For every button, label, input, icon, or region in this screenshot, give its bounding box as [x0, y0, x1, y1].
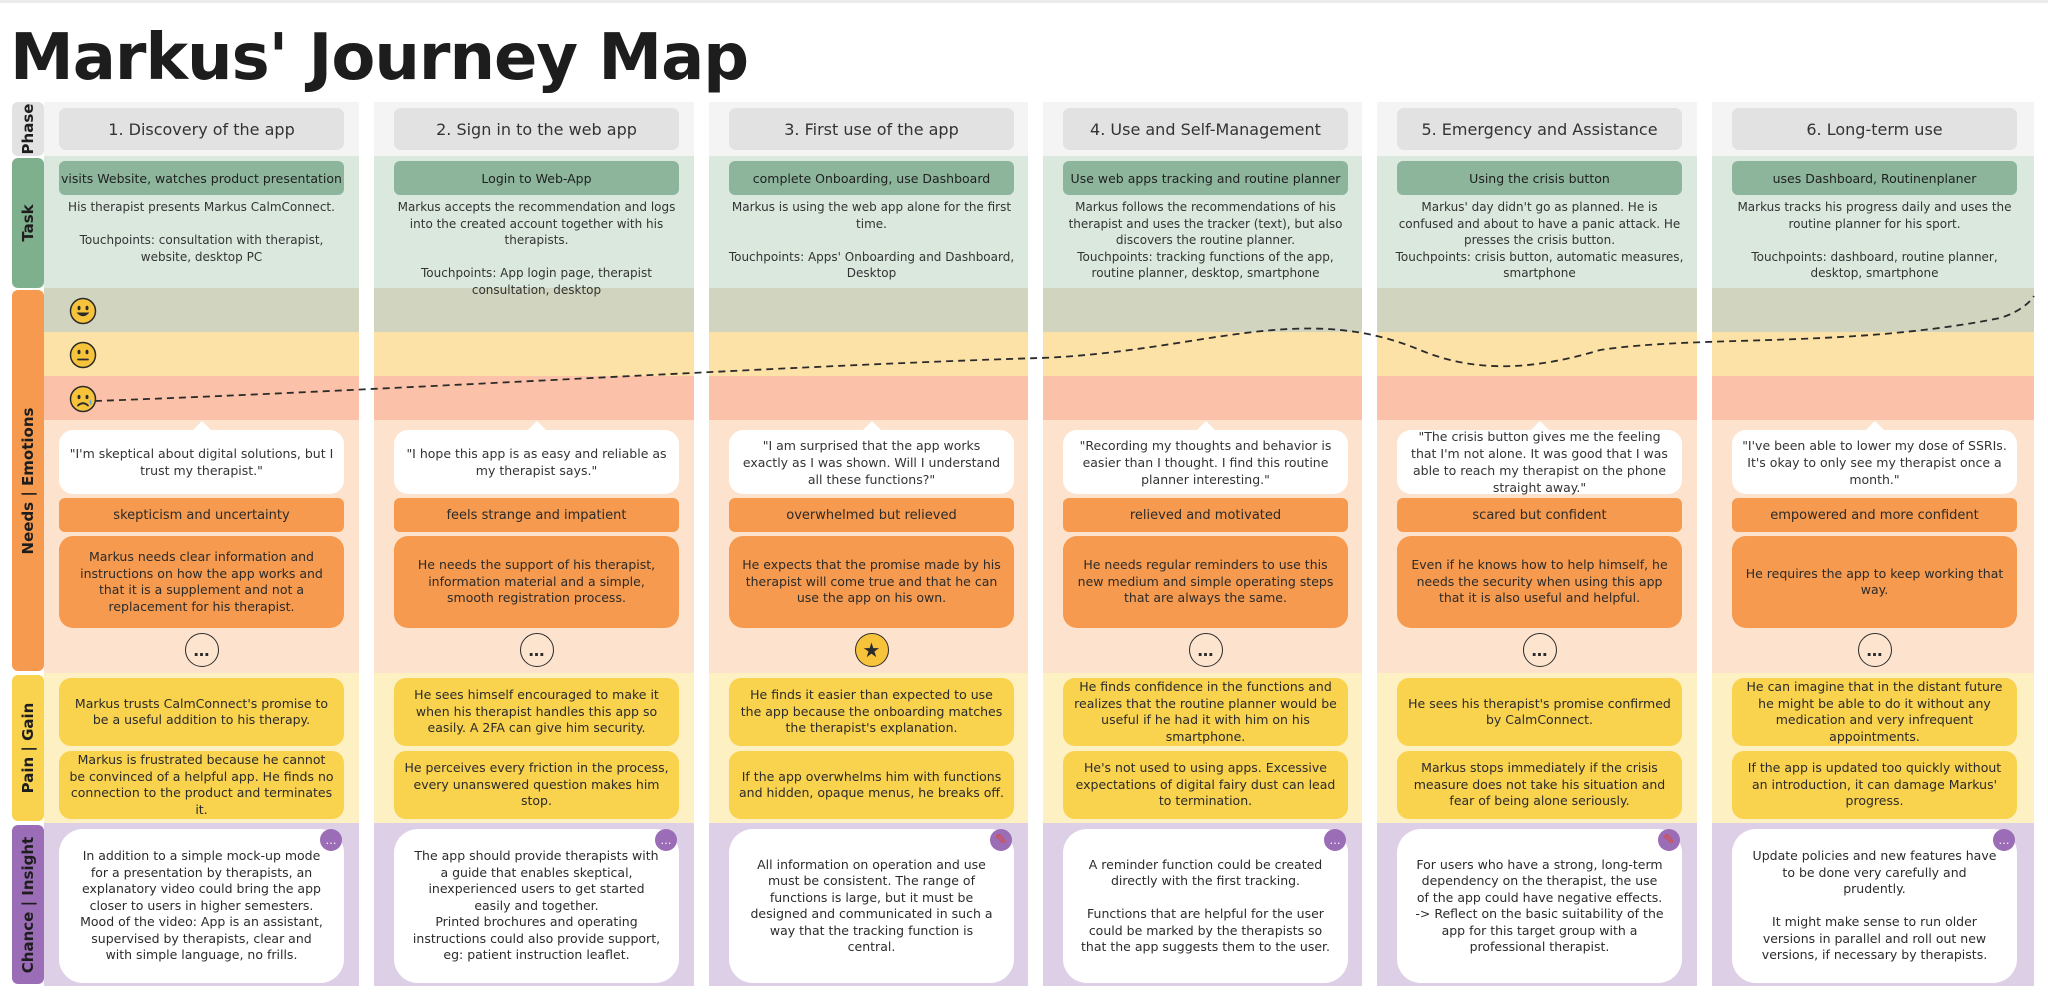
edit-badge-icon[interactable]: ✎	[1658, 829, 1680, 851]
quote-pointer	[861, 421, 882, 431]
column-gap	[1697, 102, 1712, 986]
pain-card: Markus stops immediately if the crisis m…	[1397, 751, 1682, 819]
phase-header: 6. Long-term use	[1732, 108, 2017, 150]
more-options-icon[interactable]: …	[655, 829, 677, 851]
more-icon[interactable]: …	[184, 633, 219, 667]
quote-pointer	[191, 421, 212, 431]
column-gap	[1362, 102, 1377, 986]
gain-card: He can imagine that in the distant futur…	[1732, 678, 2017, 746]
phase-header: 5. Emergency and Assistance	[1397, 108, 1682, 150]
pain-card: If the app is updated too quickly withou…	[1732, 751, 2017, 819]
insight-card: A reminder function could be created dir…	[1063, 829, 1348, 983]
emotion-label: relieved and motivated	[1063, 498, 1348, 532]
task-label: visits Website, watches product presenta…	[59, 161, 344, 195]
row-label-pain: Pain | Gain	[12, 675, 44, 821]
more-icon[interactable]: …	[519, 633, 554, 667]
user-quote: "I hope this app is as easy and reliable…	[394, 430, 679, 494]
pain-card: If the app overwhelms him with functions…	[729, 751, 1014, 819]
user-quote: "I've been able to lower my dose of SSRI…	[1732, 430, 2017, 494]
task-label: Login to Web-App	[394, 161, 679, 195]
more-options-icon[interactable]: …	[1324, 829, 1346, 851]
insight-card: In addition to a simple mock-up mode for…	[59, 829, 344, 983]
phase-header: 4. Use and Self-Management	[1063, 108, 1348, 150]
quote-pointer	[1529, 421, 1550, 431]
gain-card: He finds confidence in the functions and…	[1063, 678, 1348, 746]
gain-card: He finds it easier than expected to use …	[729, 678, 1014, 746]
phase-header: 1. Discovery of the app	[59, 108, 344, 150]
need-card: Markus needs clear information and instr…	[59, 536, 344, 628]
task-description: Markus follows the recommendations of hi…	[1068, 200, 1343, 280]
insight-card: The app should provide therapists with a…	[394, 829, 679, 983]
need-card: He needs the support of his therapist, i…	[394, 536, 679, 628]
edit-badge-icon[interactable]: ✎	[990, 829, 1012, 851]
emotion-label: empowered and more confident	[1732, 498, 2017, 532]
emotion-label: skepticism and uncertainty	[59, 498, 344, 532]
more-options-icon[interactable]: …	[320, 829, 342, 851]
task-description: Markus accepts the recommendation and lo…	[397, 200, 676, 297]
insight-card: All information on operation and use mus…	[729, 829, 1014, 983]
page-title: Markus' Journey Map	[10, 21, 749, 95]
user-quote: "I am surprised that the app works exact…	[729, 430, 1014, 494]
task-label: Using the crisis button	[1397, 161, 1682, 195]
more-icon[interactable]: …	[1857, 633, 1892, 667]
emotion-label: feels strange and impatient	[394, 498, 679, 532]
task-label: Use web apps tracking and routine planne…	[1063, 161, 1348, 195]
pain-card: He's not used to using apps. Excessive e…	[1063, 751, 1348, 819]
need-card: He needs regular reminders to use this n…	[1063, 536, 1348, 628]
gain-card: He sees himself encouraged to make it wh…	[394, 678, 679, 746]
insight-card: Update policies and new features have to…	[1732, 829, 2017, 983]
user-quote: "I'm skeptical about digital solutions, …	[59, 430, 344, 494]
emotion-label: scared but confident	[1397, 498, 1682, 532]
task-description: Markus' day didn't go as planned. He is …	[1395, 200, 1684, 280]
more-options-icon[interactable]: …	[1993, 829, 2015, 851]
emotion-label: overwhelmed but relieved	[729, 498, 1014, 532]
quote-pointer	[526, 421, 547, 431]
task-label: uses Dashboard, Routinenplaner	[1732, 161, 2017, 195]
column-gap	[694, 102, 709, 986]
gain-card: He sees his therapist's promise confirme…	[1397, 678, 1682, 746]
user-quote: "The crisis button gives me the feeling …	[1397, 429, 1682, 495]
gain-card: Markus trusts CalmConnect's promise to b…	[59, 678, 344, 746]
worried-face-icon	[69, 385, 97, 413]
more-icon[interactable]: …	[1188, 633, 1223, 667]
row-label-needs: Needs | Emotions	[12, 290, 44, 671]
more-icon[interactable]: …	[1522, 633, 1557, 667]
insight-card: For users who have a strong, long-term d…	[1397, 829, 1682, 983]
row-label-phase: Phase	[12, 102, 44, 156]
pain-card: He perceives every friction in the proce…	[394, 751, 679, 819]
column-gap	[359, 102, 374, 986]
row-label-task: Task	[12, 158, 44, 288]
happy-face-icon	[69, 297, 97, 325]
phase-header: 2. Sign in to the web app	[394, 108, 679, 150]
task-description: His therapist presents Markus CalmConnec…	[68, 200, 335, 264]
phase-header: 3. First use of the app	[729, 108, 1014, 150]
quote-pointer	[1195, 421, 1216, 431]
task-label: complete Onboarding, use Dashboard	[729, 161, 1014, 195]
user-quote: "Recording my thoughts and behavior is e…	[1063, 430, 1348, 494]
neutral-face-icon	[69, 341, 97, 369]
quote-pointer	[1864, 421, 1885, 431]
star-icon[interactable]: ★	[854, 633, 889, 667]
task-description: Markus tracks his progress daily and use…	[1737, 200, 2012, 280]
column-gap	[1028, 102, 1043, 986]
top-divider	[0, 0, 2048, 3]
need-card: Even if he knows how to help himself, he…	[1397, 536, 1682, 628]
row-label-chance: Chance | Insight	[12, 825, 44, 984]
need-card: He requires the app to keep working that…	[1732, 536, 2017, 628]
task-description: Markus is using the web app alone for th…	[728, 200, 1015, 280]
pain-card: Markus is frustrated because he cannot b…	[59, 751, 344, 819]
need-card: He expects that the promise made by his …	[729, 536, 1014, 628]
